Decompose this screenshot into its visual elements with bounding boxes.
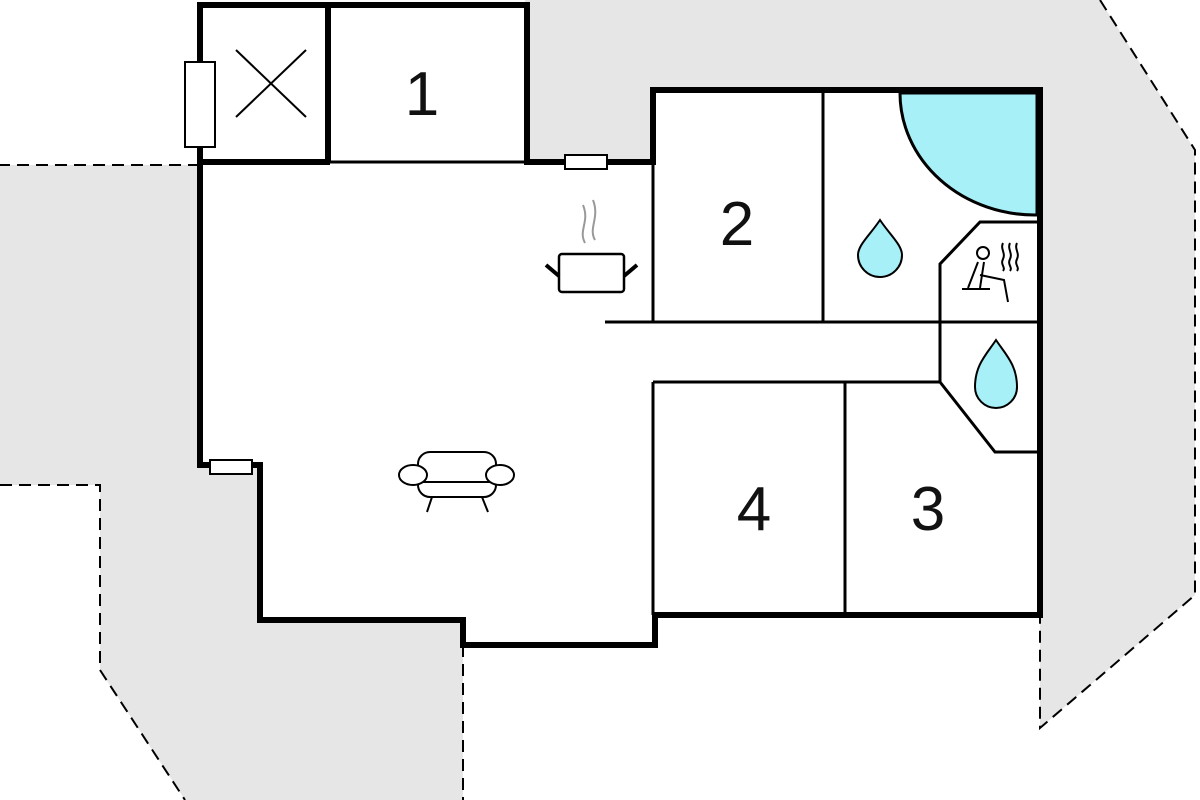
room-label-1: 1 [405, 60, 439, 129]
interior-walls [200, 5, 1040, 615]
room-label-3: 3 [911, 475, 945, 544]
room-label-4: 4 [737, 475, 771, 544]
terrace-left [0, 165, 463, 800]
terrace-top-gap [525, 0, 655, 162]
cross-icon [235, 49, 307, 118]
pool-icon [898, 91, 1039, 217]
shower-drop-icon [973, 338, 1019, 409]
shower-drop-icon [856, 218, 904, 278]
window-icon [184, 61, 216, 148]
sauna-icon [962, 242, 1019, 303]
room-label-2: 2 [720, 190, 754, 259]
window-icon [564, 154, 608, 170]
cooking-pot-icon [544, 199, 639, 294]
window-icon [209, 459, 253, 475]
sofa-icon [398, 451, 515, 513]
